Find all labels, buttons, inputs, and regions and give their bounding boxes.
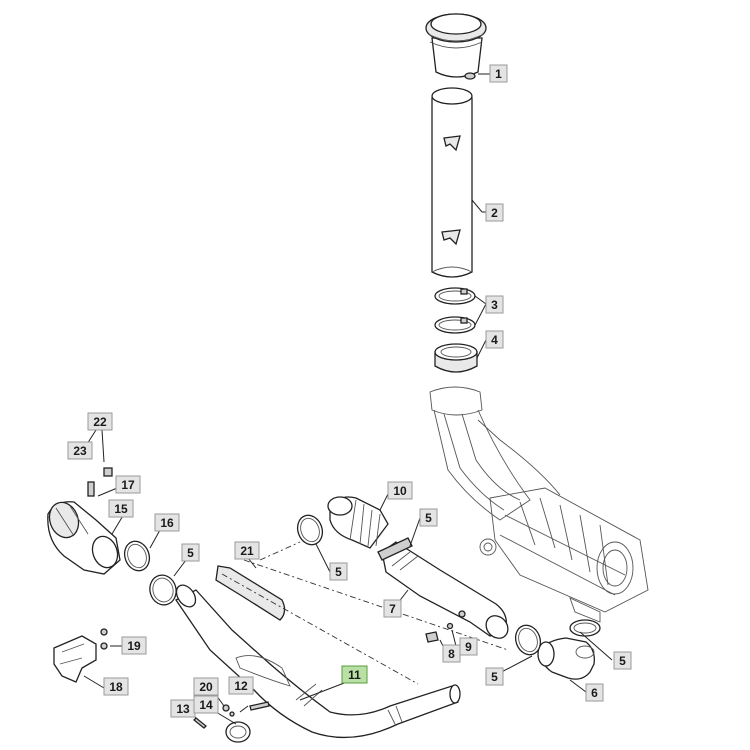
callout-label: 17: [121, 478, 135, 492]
callout-label: 5: [619, 654, 626, 668]
callout-11: 11: [341, 665, 368, 684]
callout-label: 18: [109, 680, 123, 694]
callout-label: 22: [93, 415, 107, 429]
callout-label: 5: [187, 546, 194, 560]
main-air-duct: [175, 584, 461, 739]
clamp-ring-14: [225, 721, 251, 743]
callout-20: 20: [193, 677, 219, 696]
callout-5-d: 5: [485, 667, 504, 686]
callout-4: 4: [485, 330, 504, 349]
callout-label: 7: [389, 602, 396, 616]
callout-7: 7: [383, 599, 402, 618]
hose-clamp-lower: [434, 316, 476, 334]
callout-label: 3: [491, 298, 498, 312]
sensor-8: [425, 631, 439, 643]
seal-9: [446, 622, 454, 630]
fastener-pin-13: [193, 717, 207, 729]
callout-label: 19: [127, 639, 141, 653]
callout-label: 20: [199, 680, 213, 694]
callout-label: 13: [176, 702, 190, 716]
hose-clamp-5-c: [569, 619, 601, 637]
callout-label: 10: [393, 484, 407, 498]
precleaner-cap: [425, 13, 487, 80]
callout-label: 5: [335, 565, 342, 579]
callout-label: 4: [491, 333, 498, 347]
callout-13: 13: [170, 699, 196, 718]
callout-label: 14: [199, 698, 213, 712]
callout-5-e: 5: [613, 651, 632, 670]
callout-5-a: 5: [419, 508, 438, 527]
callout-16: 16: [154, 513, 180, 532]
hose-clamp-upper: [434, 287, 476, 305]
callout-18: 18: [103, 677, 129, 696]
callout-1: 1: [489, 64, 508, 83]
heat-shield: [215, 565, 291, 687]
hose-clamp-5-d: [149, 574, 177, 606]
callout-23: 23: [67, 441, 93, 460]
callout-17: 17: [115, 475, 141, 494]
callout-label: 5: [491, 670, 498, 684]
callout-label: 8: [448, 647, 455, 661]
callout-label: 16: [160, 516, 174, 530]
callout-21: 21: [234, 541, 260, 560]
callout-8: 8: [442, 644, 461, 663]
callout-2: 2: [485, 203, 504, 222]
callout-label: 5: [425, 511, 432, 525]
callout-10: 10: [387, 481, 413, 500]
rubber-elbow: [327, 496, 389, 549]
callout-19: 19: [121, 636, 147, 655]
mounting-bracket: [53, 628, 108, 683]
hose-clamp-5-b: [514, 624, 542, 656]
callout-label: 9: [465, 640, 472, 654]
callout-label: 23: [73, 444, 87, 458]
small-elbow-hose: [537, 637, 595, 680]
air-cleaner-housing: [429, 386, 649, 623]
turbo-inlet-adapter: [47, 467, 121, 575]
callout-label: 1: [495, 67, 502, 81]
callout-5-c: 5: [181, 543, 200, 562]
intake-hose: [377, 537, 509, 639]
callout-label: 2: [491, 206, 498, 220]
callout-6: 6: [585, 683, 604, 702]
callout-label: 12: [234, 679, 248, 693]
screw-20: [222, 704, 235, 717]
callout-label: 15: [114, 502, 128, 516]
callout-3: 3: [485, 295, 504, 314]
callout-label: 11: [348, 668, 361, 682]
fastener-bolt-12: [249, 701, 270, 711]
callout-5-b: 5: [329, 562, 348, 581]
callout-22: 22: [87, 412, 113, 431]
callout-14: 14: [193, 695, 219, 714]
callout-label: 6: [591, 686, 598, 700]
hose-clamp-16: [123, 540, 151, 572]
rubber-collar: [434, 343, 478, 373]
intake-tube: [431, 87, 473, 278]
alignment-lines: [221, 541, 509, 685]
hose-clamp-5-a: [296, 514, 324, 546]
callout-15: 15: [108, 499, 134, 518]
callout-label: 21: [240, 544, 254, 558]
callout-12: 12: [228, 676, 254, 695]
callout-9: 9: [459, 637, 478, 656]
